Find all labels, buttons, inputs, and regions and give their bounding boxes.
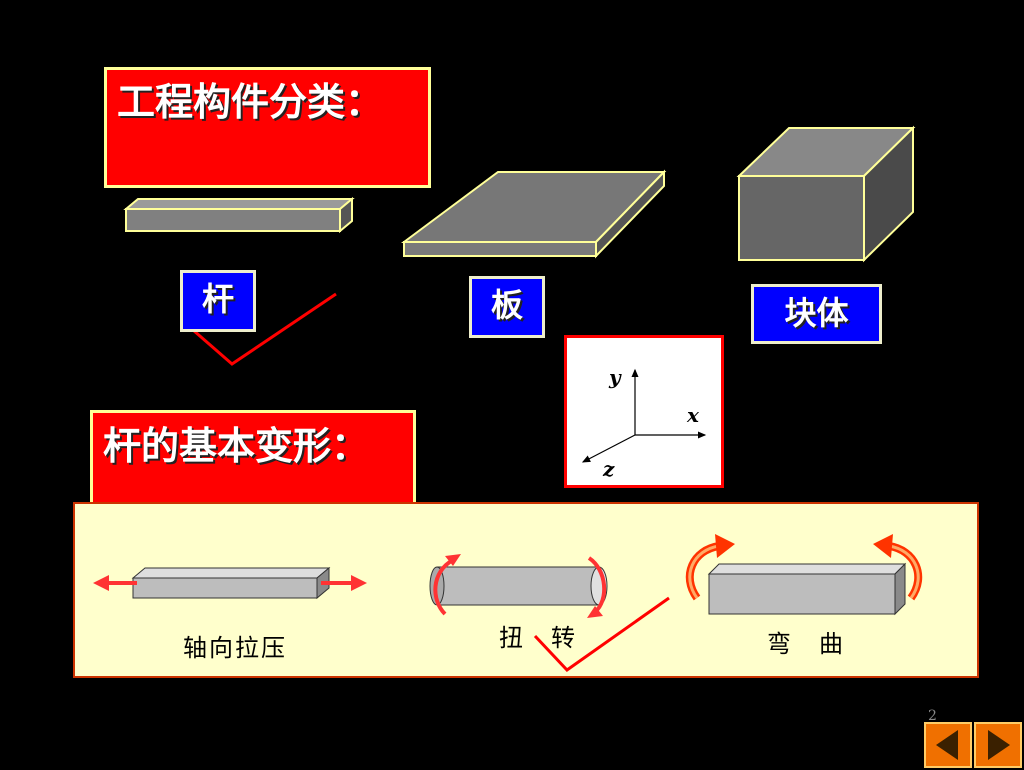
classification-title-text: 工程构件分类： [117,80,384,124]
prev-slide-button[interactable] [924,722,972,768]
deformation-title: 杆的基本变形： [90,410,416,506]
axial-bar [93,566,367,600]
label-plate-text: 板 [490,286,523,324]
axis-drawing: y x z [581,365,707,481]
deformation-title-text: 杆的基本变形： [103,424,370,468]
check-mark-rod [192,292,337,366]
label-rod-text: 杆 [201,280,234,318]
label-plate: 板 [469,276,545,338]
triangle-left-icon [936,730,958,760]
label-rod: 杆 [180,270,256,332]
label-block-text: 块体 [784,294,849,332]
torsion-bar [429,554,608,618]
caption-axial: 轴向拉压 [183,634,287,662]
label-block: 块体 [751,284,882,344]
axis-diagram: y x z [564,335,724,488]
deformation-panel: 轴向拉压 扭 转 弯 曲 [73,502,979,678]
caption-bending: 弯 曲 [767,630,845,658]
plate-shape [400,169,667,259]
axis-y-label: y [608,365,622,389]
check-mark-torsion [533,596,670,672]
triangle-right-icon [988,730,1010,760]
axis-x-label: x [686,403,700,427]
rod-shape [123,196,355,234]
bending-bar [685,534,923,616]
caption-torsion: 扭 转 [499,624,577,652]
axis-z-label: z [602,457,615,481]
component-shapes [123,125,916,366]
next-slide-button[interactable] [974,722,1022,768]
deformation-drawings [93,534,923,672]
page-number: 2 [928,708,937,724]
classification-title: 工程构件分类： [104,67,431,188]
block-shape [736,125,916,263]
